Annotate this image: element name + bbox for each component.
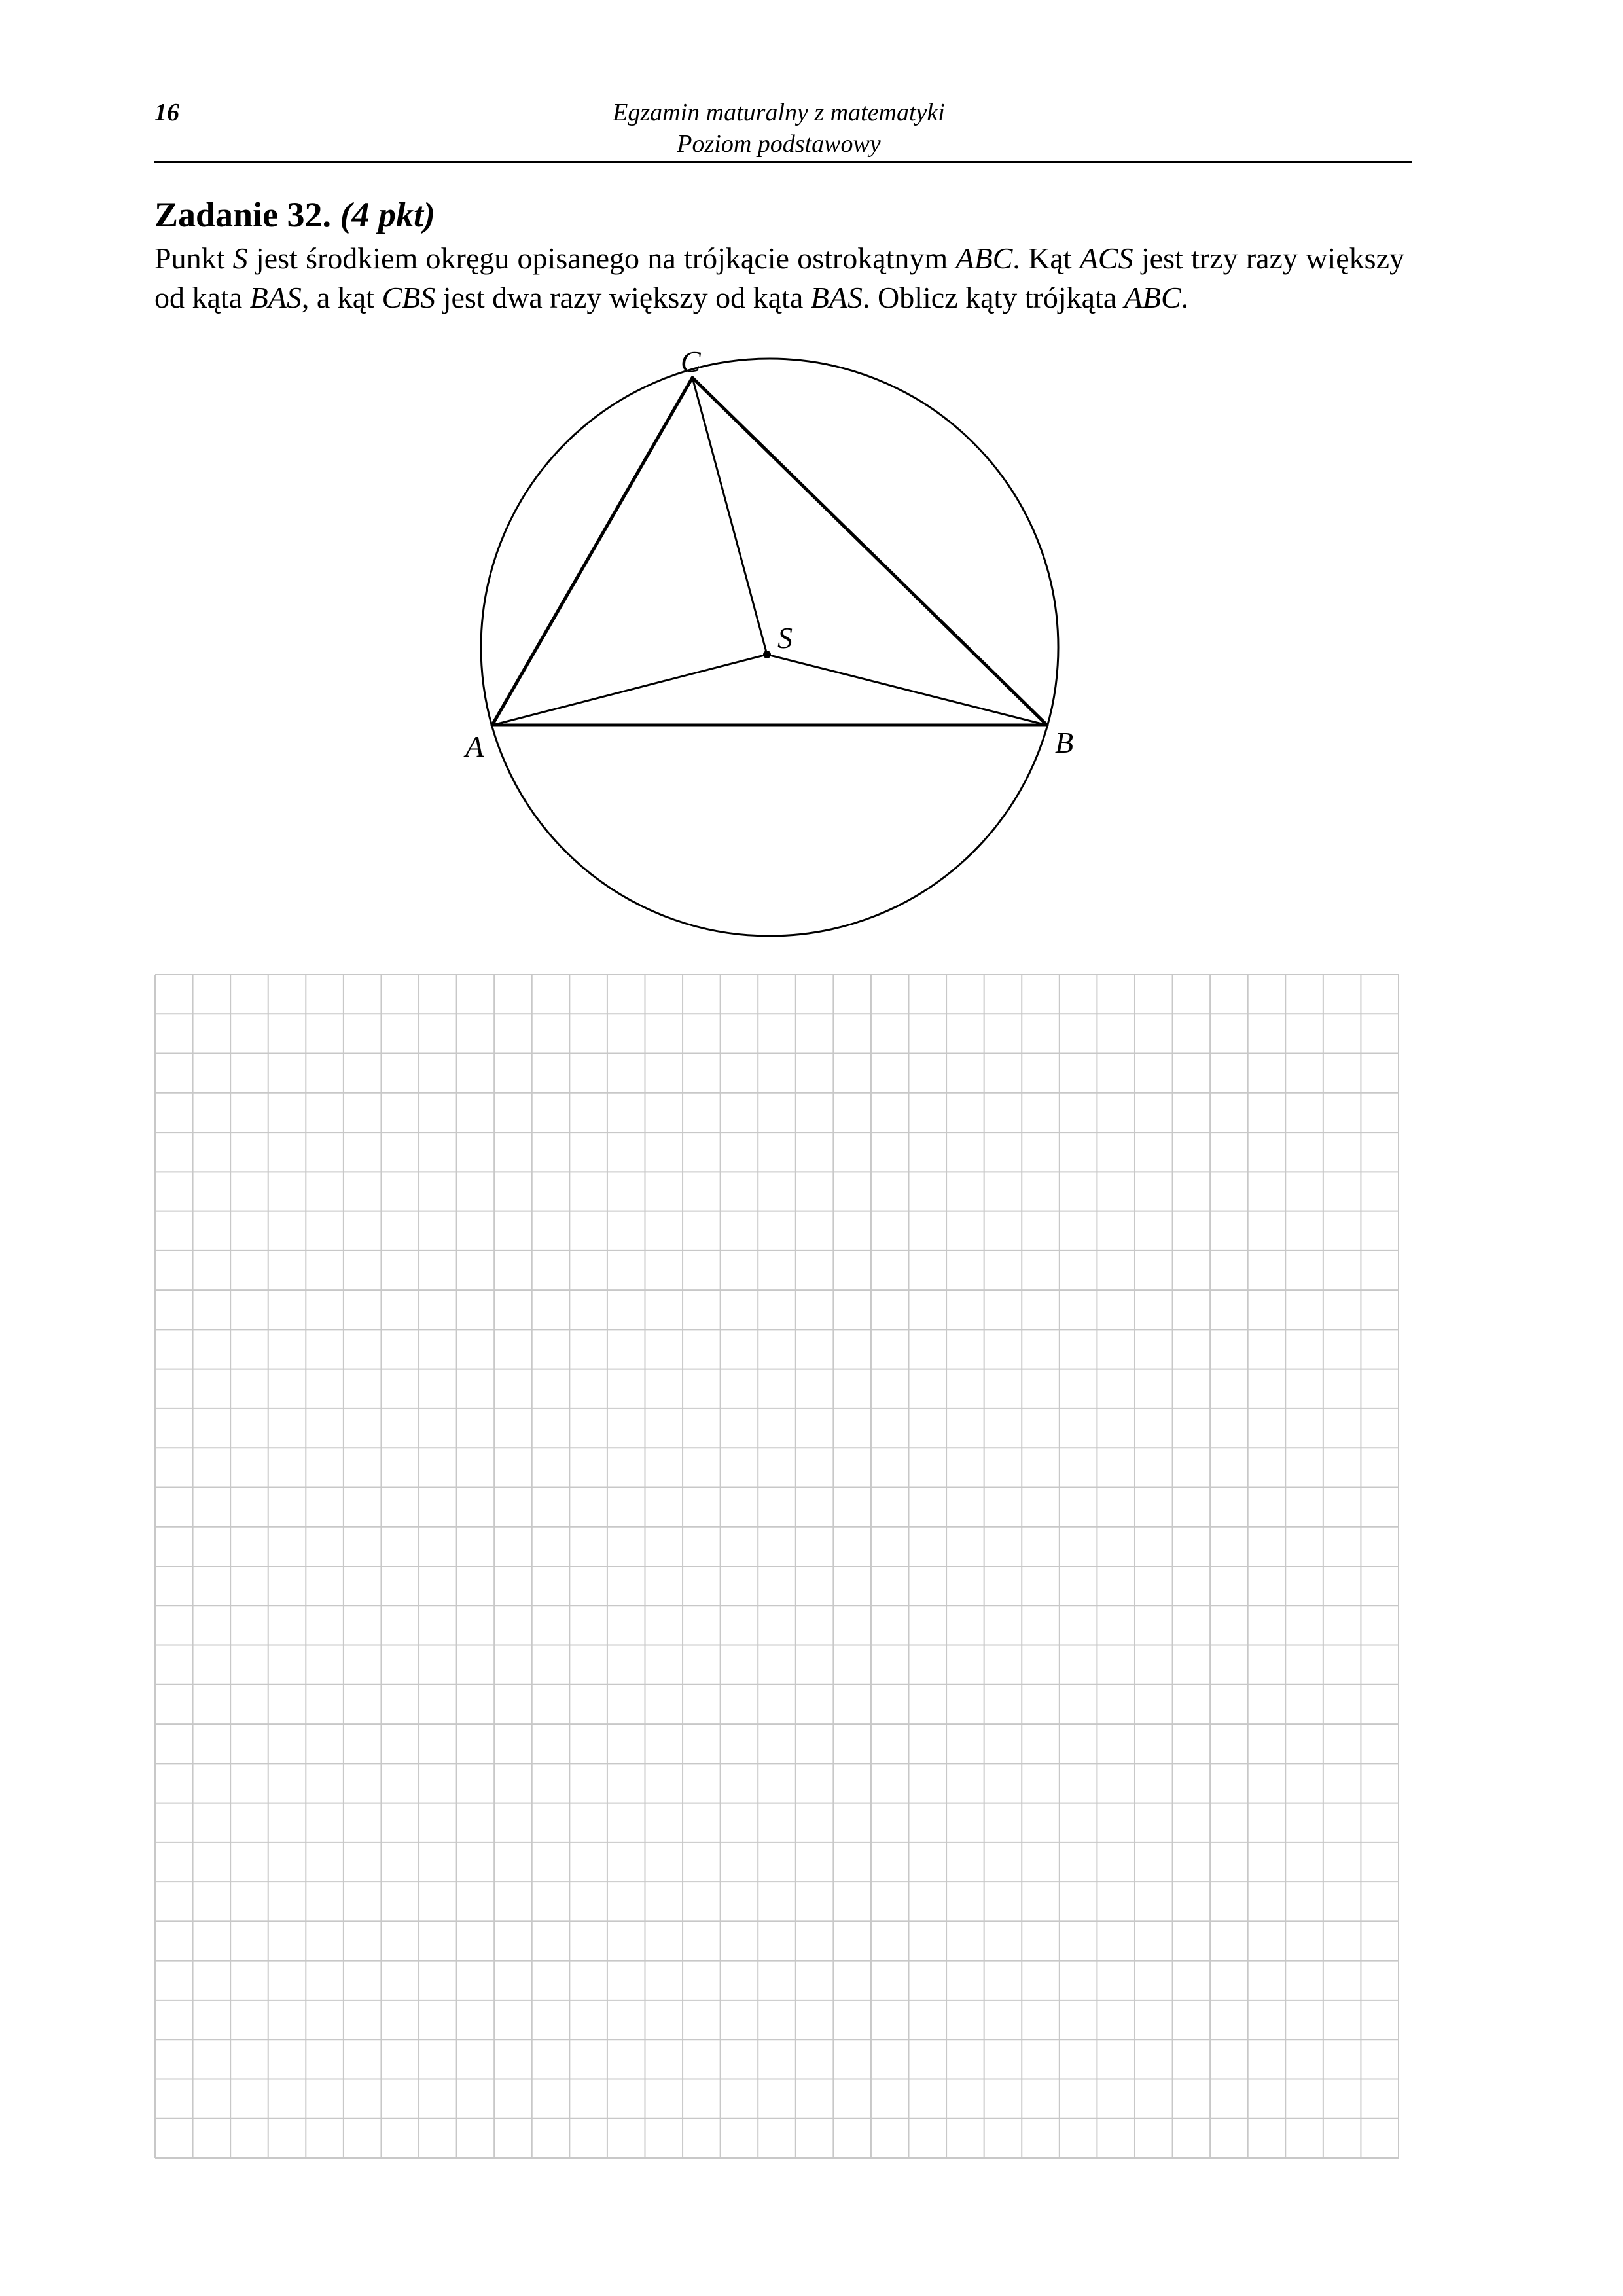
task-number: Zadanie 32.	[154, 195, 332, 234]
statement-text: , a kąt	[301, 281, 382, 314]
exam-title: Egzamin maturalny z matematyki	[613, 99, 945, 126]
statement-text: .	[1181, 281, 1189, 314]
statement-text: . Kąt	[1012, 242, 1080, 275]
math-symbol: S	[232, 242, 248, 275]
exam-level: Poziom podstawowy	[677, 130, 881, 158]
label-b: B	[1055, 726, 1073, 759]
point-s	[763, 651, 771, 658]
label-a: A	[463, 730, 484, 763]
math-symbol: ABC	[1124, 281, 1181, 314]
page-number: 16	[154, 99, 179, 126]
task-title: Zadanie 32. (4 pkt)	[154, 194, 435, 236]
segment-sc	[691, 377, 768, 655]
math-symbol: BAS	[810, 281, 863, 314]
math-symbol: ACS	[1079, 242, 1133, 275]
math-symbol: BAS	[249, 281, 302, 314]
label-s: S	[777, 621, 793, 655]
answer-grid[interactable]	[154, 974, 1399, 2159]
triangle-abc	[490, 376, 1049, 727]
task-statement: Punkt S jest środkiem okręgu opisanego n…	[154, 239, 1404, 317]
task-points: (4 pkt)	[340, 195, 436, 234]
statement-text: jest dwa razy większy od kąta	[435, 281, 811, 314]
segment-sb	[766, 653, 1048, 726]
statement-text: . Oblicz kąty trójkąta	[862, 281, 1124, 314]
header-rule	[154, 161, 1412, 163]
statement-text: jest środkiem okręgu opisanego na trójką…	[247, 242, 956, 275]
math-symbol: ABC	[955, 242, 1013, 275]
statement-text: Punkt	[154, 242, 233, 275]
math-symbol: CBS	[382, 281, 436, 314]
statement-text: jest trzy razy większy od kąta	[154, 242, 1404, 314]
label-c: C	[681, 345, 702, 378]
geometry-figure: A B C S	[463, 345, 1073, 937]
circumcircle	[480, 357, 1060, 937]
segment-sa	[491, 653, 768, 726]
